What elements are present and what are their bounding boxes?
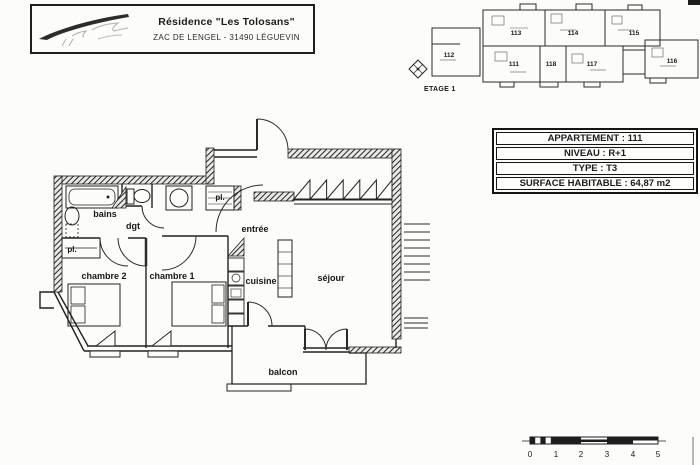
logo-swoosh-icon	[39, 14, 129, 47]
tall-cabinet	[277, 239, 293, 298]
unit-number-115: 115	[629, 30, 640, 37]
scale-tick-4: 4	[631, 450, 636, 459]
scale-bar-segments	[530, 437, 658, 444]
water-heater	[165, 185, 193, 211]
developer-logo	[32, 6, 144, 52]
bathtub	[65, 185, 119, 209]
unit-number-116: 116	[667, 58, 678, 65]
duct-shaft	[111, 185, 127, 209]
stairs	[404, 223, 430, 329]
unit-number-117: 117	[587, 61, 598, 68]
info-row-apartment: APPARTEMENT : 111	[496, 132, 694, 145]
info-row-surface: SURFACE HABITABLE : 64,87 m2	[496, 177, 694, 190]
beds	[67, 281, 227, 327]
doors	[99, 118, 348, 351]
room-label-balcon: balcon	[268, 367, 297, 377]
kitchen-sink	[231, 273, 241, 283]
entree-door-arc	[215, 184, 264, 233]
room-label-pl-left: pl.	[67, 245, 76, 254]
scan-artifact	[688, 0, 700, 5]
unit-number-111: 111	[509, 61, 520, 68]
scale-tick-2: 2	[579, 450, 584, 459]
room-label-dgt: dgt	[126, 221, 140, 231]
info-row-type: TYPE : T3	[496, 162, 694, 175]
site-plan: 113 114 115 112 111 118 117 116 ETAGE 1	[408, 0, 700, 93]
kitchen-fixtures	[227, 236, 293, 327]
window-chambre2	[89, 329, 121, 358]
sejour-window-band	[292, 178, 393, 205]
residence-title: Résidence "Les Tolosans"	[158, 16, 295, 28]
french-doors	[304, 328, 348, 351]
scale-tick-3: 3	[605, 450, 610, 459]
unit-number-118: 118	[546, 61, 557, 68]
unit-number-113: 113	[511, 30, 522, 37]
scale-tick-5: 5	[656, 450, 661, 459]
dgt-door	[117, 237, 148, 267]
room-label-chambre2: chambre 2	[81, 271, 126, 281]
toilet	[126, 188, 151, 205]
wc-door-arc	[141, 205, 165, 229]
chambre1-door-arc	[161, 235, 197, 271]
scale-tick-1: 1	[554, 450, 559, 459]
bed-chambre1	[171, 281, 227, 327]
room-label-entree: entrée	[241, 224, 268, 234]
chambre2-door-arc	[99, 237, 129, 267]
site-plan-details	[440, 13, 676, 73]
bed-chambre2	[67, 283, 121, 327]
unit-number-114: 114	[568, 30, 579, 37]
scale-bar: 0 1 2 3 4 5	[522, 436, 694, 465]
unit-number-112: 112	[444, 52, 455, 59]
washbasin	[64, 206, 80, 226]
cuisine-balcon-door	[247, 301, 273, 327]
floor-plan: bains dgt pl. pl. chambre 2 chambre 1 en…	[39, 118, 430, 392]
kitchen-duct	[227, 236, 245, 257]
room-label-sejour: séjour	[317, 273, 345, 283]
closet-dashed	[65, 223, 79, 238]
info-row-level: NIVEAU : R+1	[496, 147, 694, 160]
room-labels: bains dgt pl. pl. chambre 2 chambre 1 en…	[67, 193, 345, 377]
room-label-bains: bains	[93, 209, 117, 219]
entrance-door	[256, 118, 289, 151]
compass-rose-icon	[408, 59, 428, 79]
room-label-cuisine: cuisine	[245, 276, 276, 286]
room-label-chambre1: chambre 1	[149, 271, 194, 281]
scale-tick-0: 0	[528, 450, 533, 459]
closet-chambre2	[61, 237, 101, 259]
bathroom-fixtures	[64, 185, 193, 226]
closet-entree	[205, 185, 235, 211]
header-box: Résidence "Les Tolosans" ZAC DE LENGEL -…	[30, 4, 315, 54]
kitchen-hob	[230, 288, 242, 298]
room-label-pl-entree: pl.	[215, 193, 224, 202]
floor-label: ETAGE 1	[424, 86, 456, 93]
closets	[61, 185, 235, 259]
residence-address: ZAC DE LENGEL - 31490 LÉGUEVIN	[153, 33, 300, 42]
balcony	[226, 326, 367, 392]
window-chambre1	[147, 329, 179, 358]
apartment-info-table: APPARTEMENT : 111 NIVEAU : R+1 TYPE : T3…	[492, 128, 698, 194]
windows	[89, 329, 179, 358]
